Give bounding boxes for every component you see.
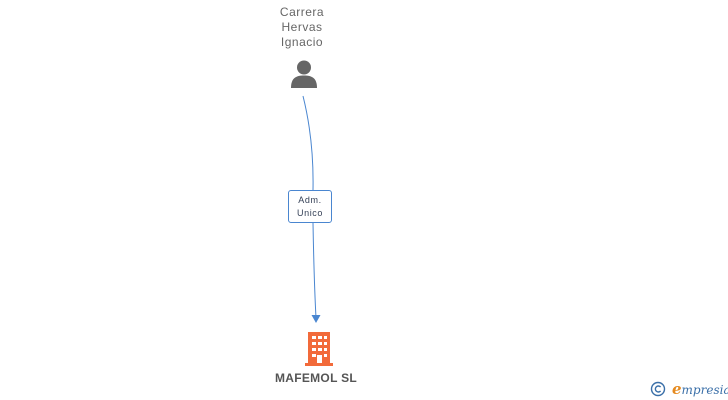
role-line-1: Adm.: [298, 195, 322, 205]
copyright-icon: [650, 381, 666, 397]
person-icon[interactable]: [289, 59, 319, 89]
person-name-line-3: Ignacio: [280, 35, 324, 49]
brand-watermark: empresia: [650, 380, 728, 398]
role-label[interactable]: Adm. Unico: [288, 190, 332, 223]
brand-initial: e: [672, 380, 682, 398]
person-name[interactable]: Carrera Hervas Ignacio: [252, 5, 352, 50]
brand-name: empresia: [672, 380, 728, 398]
person-name-line-1: Carrera: [279, 5, 325, 19]
person-name-line-2: Hervas: [281, 20, 323, 34]
role-line-2: Unico: [296, 208, 323, 218]
building-icon[interactable]: [302, 330, 336, 366]
arrowhead-icon: [311, 315, 321, 323]
brand-rest: mpresia: [681, 383, 728, 397]
company-name[interactable]: MAFEMOL SL: [274, 371, 358, 385]
